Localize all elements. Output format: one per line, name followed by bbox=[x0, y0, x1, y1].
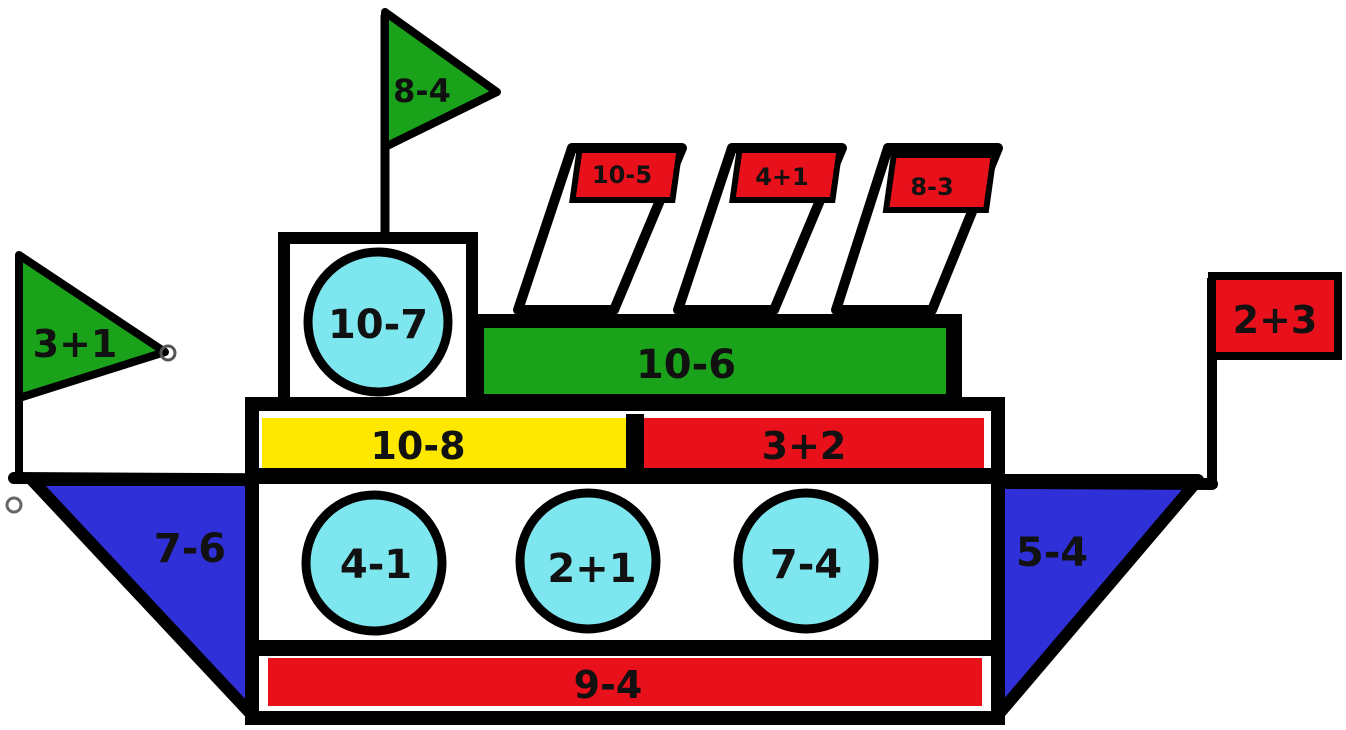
left-flag-ring-icon bbox=[159, 344, 177, 362]
left-flag-label: 3+1 bbox=[33, 322, 118, 366]
upper-deck-band-label: 10-6 bbox=[636, 342, 736, 388]
left-hook-icon bbox=[5, 496, 23, 514]
bow-left bbox=[26, 474, 258, 721]
porthole-1 bbox=[301, 490, 447, 636]
chimney-2: 4+1 bbox=[673, 143, 847, 315]
deck-divider bbox=[626, 414, 644, 472]
deck-yellow-label: 10-8 bbox=[370, 424, 465, 468]
chimney-3-label: 8-3 bbox=[910, 173, 953, 201]
cabin-porthole-label: 10-7 bbox=[328, 302, 428, 348]
porthole-2 bbox=[515, 488, 661, 634]
right-flag bbox=[1208, 272, 1342, 360]
keel-band bbox=[268, 658, 982, 706]
porthole-2-label: 2+1 bbox=[547, 546, 636, 592]
upper-deck-band bbox=[484, 328, 946, 394]
chimney-1-label: 10-5 bbox=[592, 161, 652, 189]
chimney-3: 8-3 bbox=[831, 143, 1003, 315]
deck-yellow bbox=[262, 418, 626, 468]
left-flag bbox=[15, 251, 169, 402]
right-flag-label: 2+3 bbox=[1233, 298, 1318, 342]
top-flag-label: 8-4 bbox=[393, 72, 451, 110]
deck-red-label: 3+2 bbox=[762, 424, 847, 468]
porthole-1-label: 4-1 bbox=[340, 542, 412, 588]
top-flag bbox=[381, 8, 501, 151]
bow-right bbox=[992, 474, 1204, 721]
chimney-2-label: 4+1 bbox=[755, 163, 809, 191]
deck-red bbox=[644, 418, 984, 468]
bow-right-label: 5-4 bbox=[1016, 530, 1088, 576]
keel-top-line bbox=[252, 640, 998, 656]
bow-left-label: 7-6 bbox=[154, 526, 226, 572]
porthole-3 bbox=[733, 488, 879, 634]
deck-underline bbox=[252, 468, 998, 484]
keel-band-label: 9-4 bbox=[574, 663, 643, 707]
cabin-porthole bbox=[303, 247, 453, 397]
chimney-1: 10-5 bbox=[513, 143, 687, 315]
porthole-3-label: 7-4 bbox=[770, 542, 842, 588]
